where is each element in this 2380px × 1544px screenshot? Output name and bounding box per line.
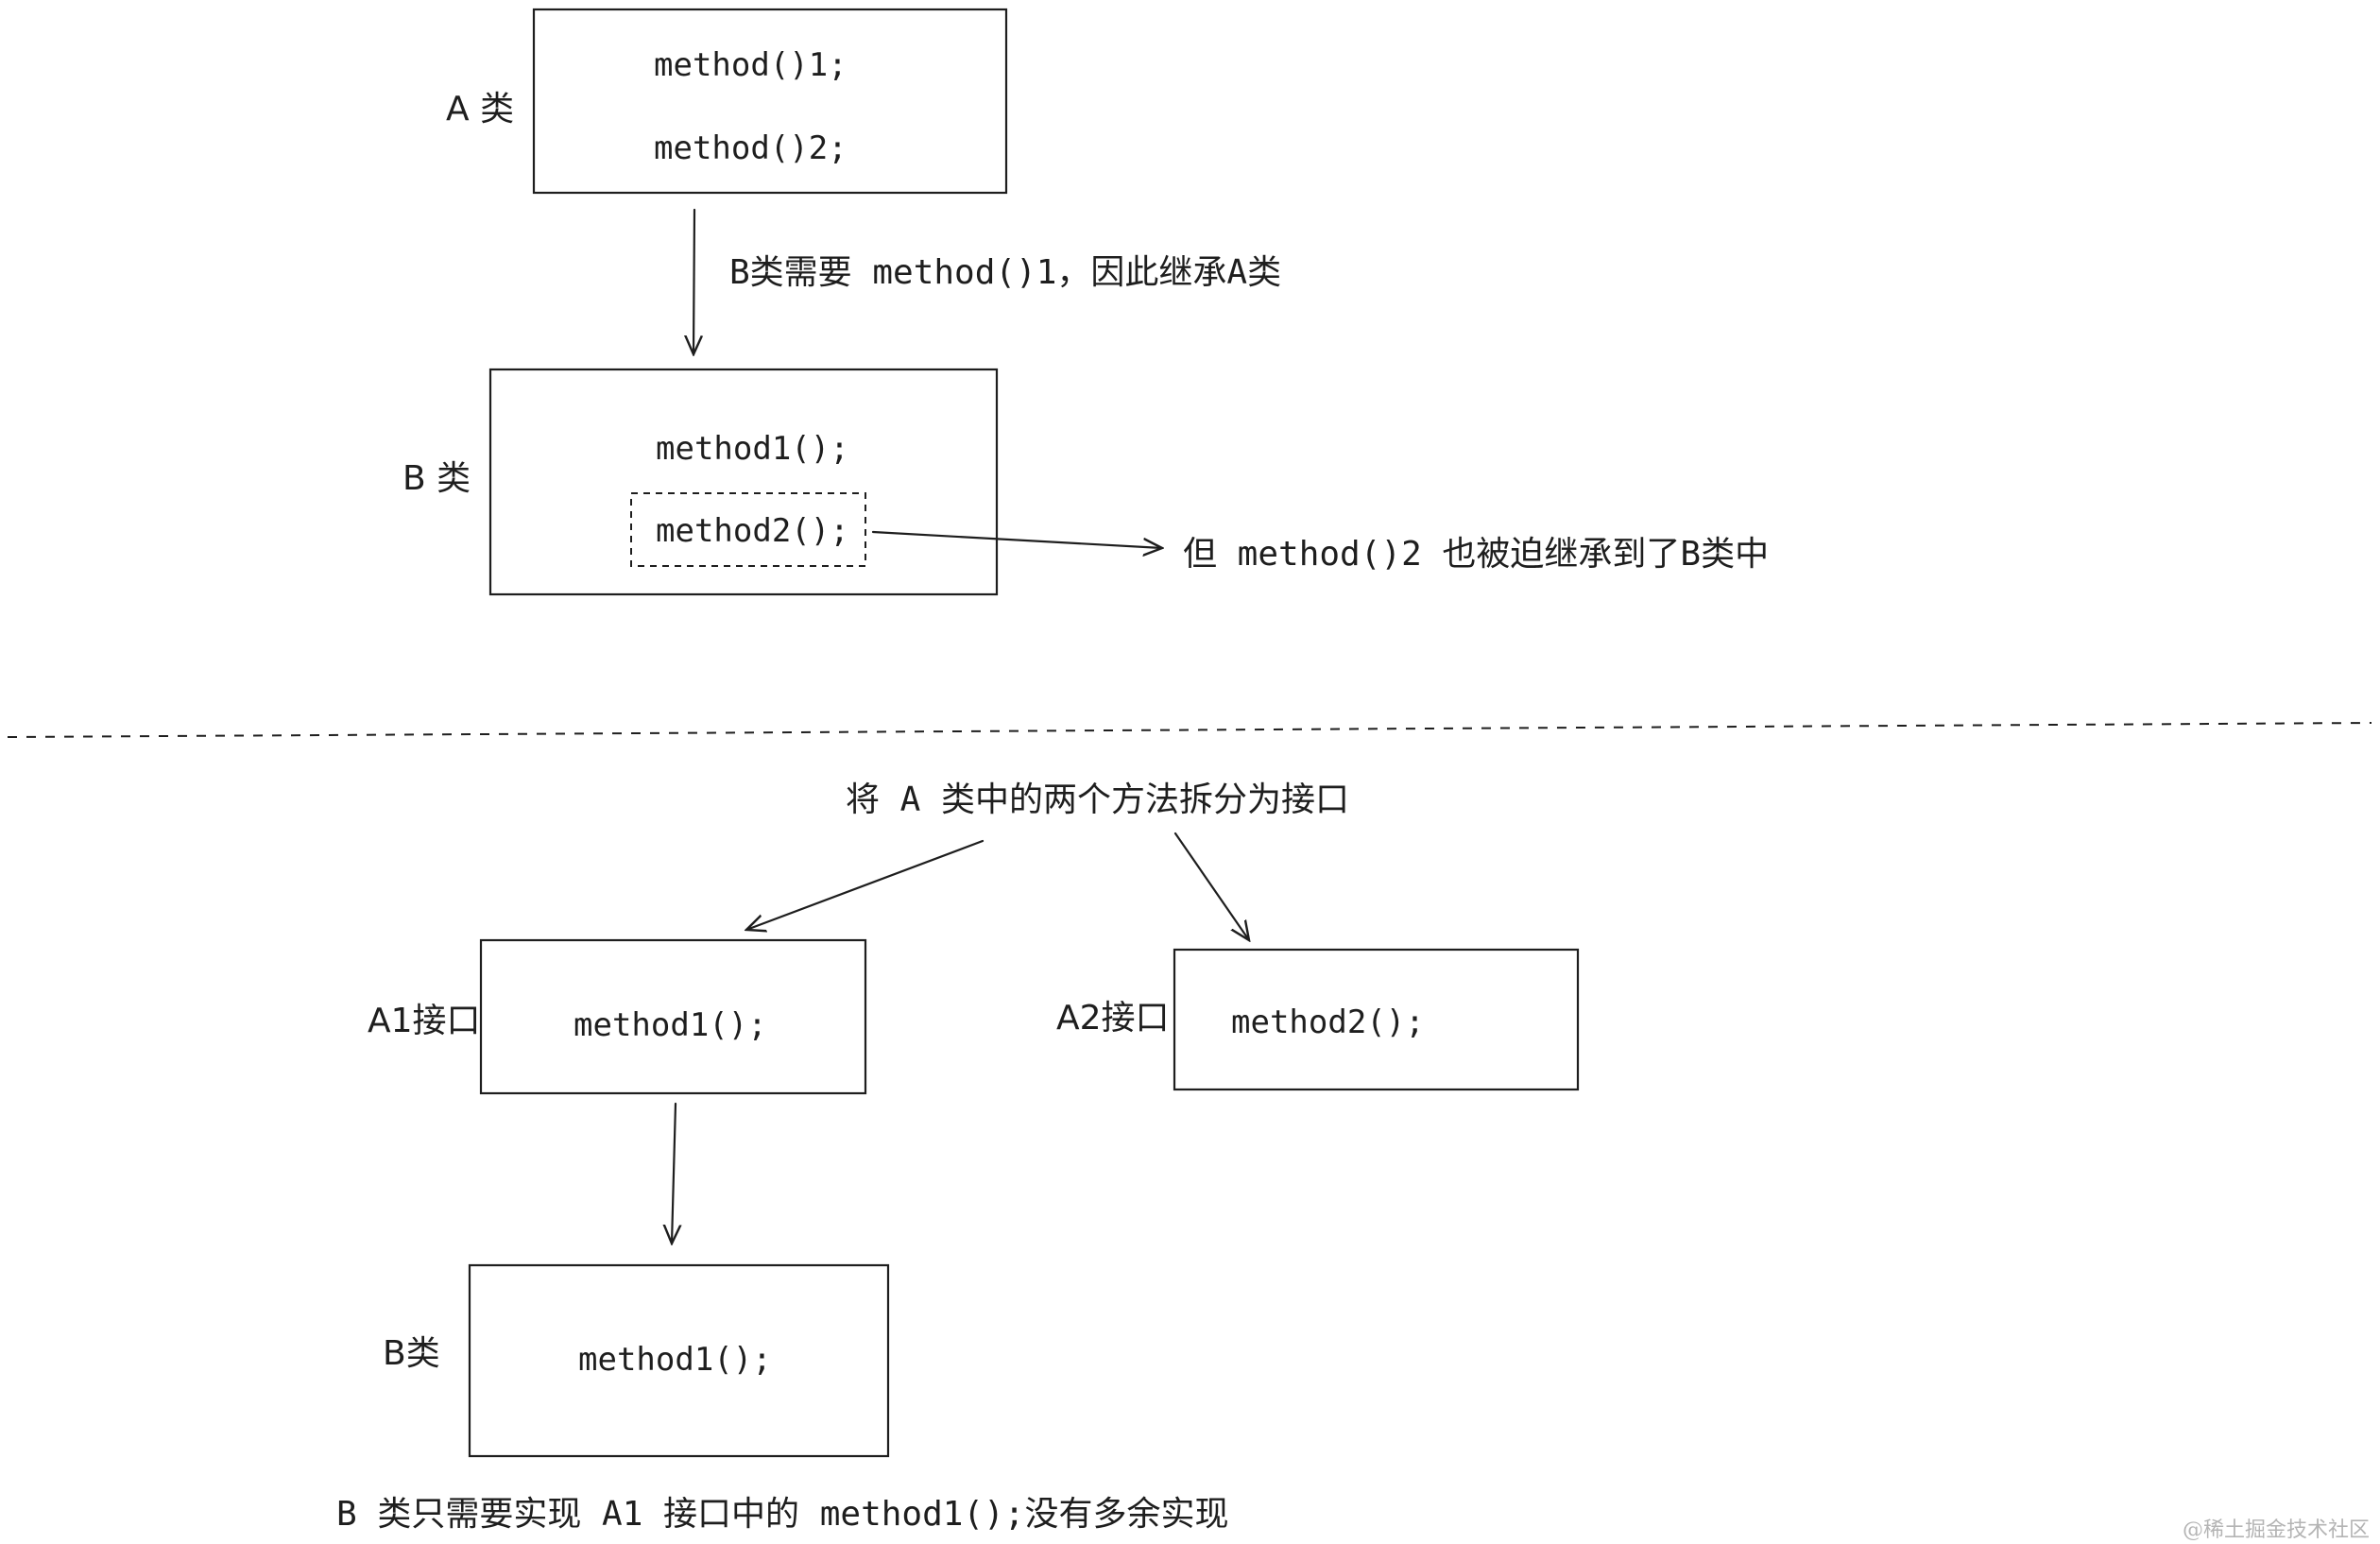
class-a-method-2: method()2; bbox=[654, 129, 848, 167]
class-a-label: A 类 bbox=[446, 90, 514, 129]
split-arrow-a1 bbox=[746, 839, 985, 930]
class-a-box bbox=[532, 8, 1008, 195]
forced-inherit-arrow bbox=[871, 530, 1162, 548]
interface-a2-label: A2接口 bbox=[1056, 999, 1170, 1038]
section-divider bbox=[7, 722, 2372, 738]
bottom-class-b-method: method1(); bbox=[578, 1341, 772, 1379]
class-b-method-1: method1(); bbox=[656, 430, 849, 468]
class-b-label: B 类 bbox=[402, 459, 471, 498]
class-b-method-2: method2(); bbox=[656, 512, 849, 550]
forced-method-highlight bbox=[630, 492, 866, 567]
inherit-note: B类需要 method()1，因此继承A类 bbox=[729, 253, 1281, 292]
split-arrow-a2 bbox=[1173, 832, 1249, 940]
interface-a1-box bbox=[479, 938, 867, 1095]
bottom-class-b-box bbox=[468, 1263, 890, 1458]
class-a-method-1: method()1; bbox=[654, 46, 848, 84]
inherit-arrow bbox=[693, 208, 694, 354]
interface-a2-box bbox=[1173, 948, 1580, 1091]
class-b-box bbox=[488, 368, 999, 596]
bottom-class-b-label: B类 bbox=[383, 1334, 440, 1373]
split-note: 将 A 类中的两个方法拆分为接口 bbox=[846, 781, 1349, 819]
interface-a2-method: method2(); bbox=[1231, 1004, 1425, 1041]
interface-a1-method: method1(); bbox=[574, 1006, 767, 1044]
interface-a1-label: A1接口 bbox=[368, 1002, 481, 1040]
implement-arrow bbox=[672, 1102, 676, 1244]
forced-inherit-note: 但 method()2 也被迫继承到了B类中 bbox=[1183, 535, 1769, 574]
watermark: @稀土掘金技术社区 bbox=[2183, 1518, 2370, 1542]
conclusion-note: B 类只需要实现 A1 接口中的 method1();没有多余实现 bbox=[336, 1495, 1228, 1534]
